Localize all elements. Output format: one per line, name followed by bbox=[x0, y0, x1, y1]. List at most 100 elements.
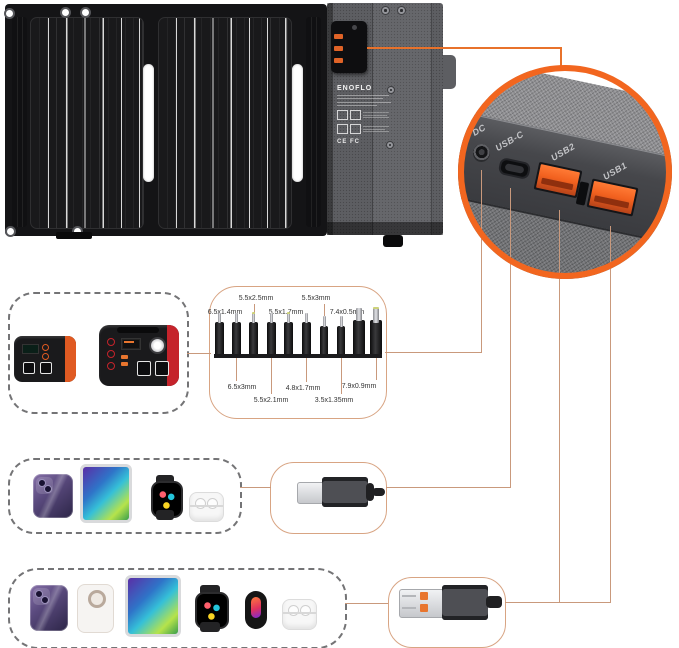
usb-c-devices-box bbox=[8, 458, 242, 534]
panel-edge-strip bbox=[12, 17, 27, 227]
adapter-size-label: 5.5x2.5mm bbox=[238, 295, 274, 302]
usb-line bbox=[505, 602, 611, 603]
dc-adapter-tip bbox=[370, 320, 382, 354]
grommet-hole bbox=[4, 8, 15, 19]
iphone bbox=[30, 585, 68, 631]
adapter-size-label: 4.8x1.7mm bbox=[285, 385, 321, 392]
ipad bbox=[125, 575, 181, 637]
usb-slit bbox=[402, 607, 416, 609]
dc-adapter-tip bbox=[320, 326, 328, 354]
brand-text: ENOFLO bbox=[337, 85, 373, 92]
spec-line bbox=[337, 94, 389, 96]
dc-line bbox=[385, 352, 482, 353]
usb-c-line bbox=[510, 188, 511, 488]
pod-usb-port bbox=[334, 34, 343, 39]
dc-adapter-tip bbox=[267, 322, 276, 354]
hanging-loop bbox=[383, 235, 403, 247]
charge-controller-pod bbox=[331, 21, 367, 73]
kickstand-tab bbox=[443, 55, 456, 89]
white-smartphone bbox=[77, 584, 114, 633]
usb1-line bbox=[610, 226, 611, 603]
panel-bottom-edge bbox=[327, 222, 443, 235]
label-block: ENOFLO CE FC bbox=[337, 85, 397, 145]
dc-adapter-tip bbox=[353, 320, 365, 354]
solar-cell-section bbox=[158, 17, 292, 229]
cable-collar bbox=[366, 483, 374, 501]
usb-contact bbox=[420, 604, 428, 612]
dc-adapter-tip bbox=[232, 322, 241, 354]
usb-slit bbox=[402, 595, 416, 597]
adapter-size-label: 3.5x1.35mm bbox=[314, 397, 354, 404]
port-closeup-callout: DC USB-C USB2 USB1 bbox=[458, 65, 672, 279]
ipad bbox=[80, 464, 132, 523]
dc-adapter-tip bbox=[284, 322, 293, 354]
iphone bbox=[33, 474, 73, 518]
pointer-line bbox=[236, 358, 237, 381]
solar-panel-back: ENOFLO CE FC bbox=[327, 3, 443, 235]
pointer-line bbox=[306, 358, 307, 382]
certification-marks: CE FC bbox=[337, 139, 360, 145]
spec-line bbox=[337, 101, 391, 103]
pointer-line bbox=[376, 358, 377, 380]
adapter-size-label: 6.5x3mm bbox=[227, 384, 257, 391]
adapter-metal-tip bbox=[270, 313, 273, 323]
adapter-metal-tip bbox=[373, 307, 379, 323]
screw-icon bbox=[386, 141, 394, 149]
adapter-size-label: 5.5x1.7mm bbox=[268, 309, 304, 316]
pointer-line bbox=[324, 304, 325, 318]
spec-line bbox=[337, 105, 377, 106]
handle-slot bbox=[143, 64, 154, 182]
adapter-size-label: 5.5x2.1mm bbox=[253, 397, 289, 404]
adapter-metal-tip bbox=[305, 313, 308, 323]
adapter-size-label: 7.4x0.5mm bbox=[329, 309, 365, 316]
box-link-line bbox=[345, 603, 388, 604]
cable bbox=[486, 596, 502, 608]
panel-strap-tab bbox=[56, 232, 92, 239]
pod-button bbox=[352, 25, 357, 30]
dc-adapter-tip bbox=[215, 322, 224, 354]
portable-power-station-small bbox=[14, 336, 76, 382]
portable-power-station-large bbox=[99, 325, 179, 386]
adapter-size-label: 6.5x1.4mm bbox=[207, 309, 243, 316]
pointer-line bbox=[254, 304, 255, 318]
panel-edge-strip bbox=[306, 17, 321, 227]
grommet-hole bbox=[5, 226, 16, 237]
callout-line bbox=[367, 47, 562, 49]
handle-slot bbox=[292, 64, 303, 182]
usb-contact bbox=[420, 592, 428, 600]
spec-table-row bbox=[337, 110, 397, 120]
adapter-holder-bar bbox=[214, 354, 382, 358]
cable bbox=[372, 488, 385, 496]
adapter-metal-tip bbox=[235, 313, 238, 323]
kickstand-plate bbox=[372, 3, 432, 235]
usb-c-line bbox=[386, 487, 511, 488]
box-link-line bbox=[240, 487, 271, 488]
grommet-hole bbox=[60, 7, 71, 18]
fold-shadow bbox=[327, 3, 333, 235]
solar-cell-section bbox=[30, 17, 144, 229]
pod-usb-port bbox=[334, 58, 343, 63]
dc-adapter-tip bbox=[302, 322, 311, 354]
screw-icon bbox=[387, 86, 395, 94]
adapter-size-label: 5.5x3mm bbox=[301, 295, 331, 302]
pointer-line bbox=[271, 358, 272, 394]
adapter-metal-tip bbox=[252, 312, 255, 323]
usb-c-connector-body bbox=[322, 477, 368, 507]
airpods bbox=[282, 599, 317, 630]
usb2-line bbox=[559, 210, 560, 603]
apple-watch bbox=[146, 475, 184, 520]
screw-icon bbox=[397, 6, 406, 15]
spec-table-row bbox=[337, 124, 397, 134]
dc-line bbox=[481, 170, 482, 353]
pod-usb-port bbox=[334, 46, 343, 51]
airpods bbox=[189, 492, 224, 522]
usb-c-connector-tip bbox=[297, 482, 325, 504]
dc-adapter-tip bbox=[249, 322, 258, 354]
callout-line bbox=[560, 47, 562, 69]
adapter-metal-tip bbox=[218, 313, 221, 323]
fitness-band bbox=[245, 591, 267, 629]
pointer-line bbox=[341, 358, 342, 394]
screw-icon bbox=[381, 6, 390, 15]
spec-line bbox=[337, 98, 383, 99]
dc-adapter-tip bbox=[337, 326, 345, 354]
